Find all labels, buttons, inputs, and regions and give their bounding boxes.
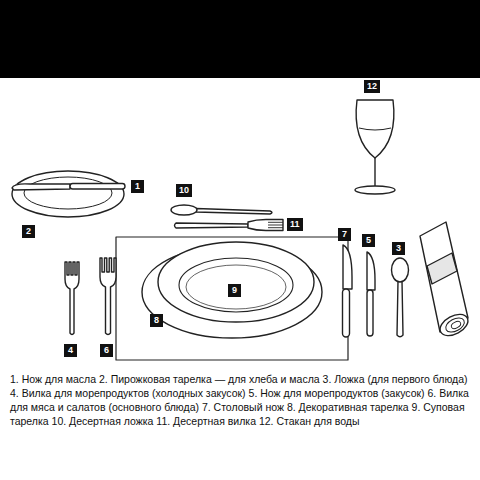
dessert-fork — [175, 220, 284, 231]
seafood-knife — [367, 252, 375, 336]
dessert-spoon — [171, 205, 272, 215]
table-knife — [343, 245, 353, 337]
callout-number: 6 — [100, 344, 113, 357]
callout-number: 9 — [228, 284, 241, 297]
placemat — [116, 237, 348, 360]
butter-knife — [12, 184, 125, 191]
plates — [142, 242, 322, 338]
callout-number: 2 — [22, 225, 35, 238]
water-glass — [355, 100, 395, 194]
callout-number: 5 — [362, 234, 375, 247]
callout-number: 11 — [287, 218, 303, 231]
callout-number: 12 — [364, 80, 380, 93]
callout-number: 4 — [64, 344, 77, 357]
callout-number: 10 — [176, 184, 192, 197]
callout-number: 3 — [392, 242, 405, 255]
bread-plate — [12, 171, 124, 217]
caption-text: 1. Нож для масла 2. Пирожковая тарелка —… — [10, 372, 470, 428]
callout-number: 1 — [131, 180, 144, 193]
callout-number: 8 — [150, 314, 163, 327]
seafood-fork — [65, 262, 79, 335]
meat-fork — [100, 258, 116, 335]
top-band — [0, 0, 480, 78]
soup-spoon — [392, 258, 409, 337]
callout-number: 7 — [338, 228, 351, 241]
napkin-roll — [420, 222, 471, 340]
